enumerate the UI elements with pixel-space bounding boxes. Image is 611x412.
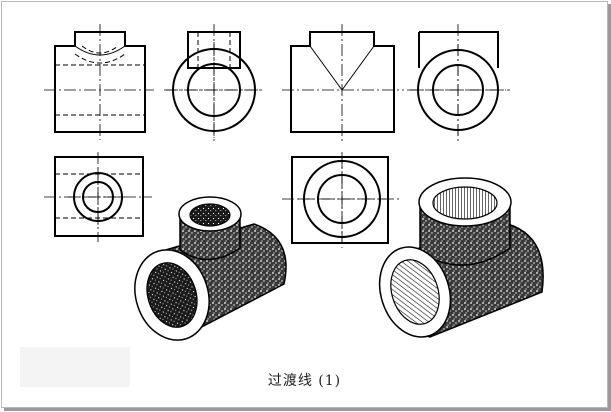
figure-caption: 过渡线 (1): [267, 373, 342, 389]
isometric-tee-1: [134, 196, 287, 341]
top-view-1: [282, 24, 404, 142]
blank-patch: [20, 347, 130, 387]
top-view-2: [282, 152, 402, 248]
technical-drawing: [44, 24, 544, 341]
front-view-2: [44, 152, 152, 242]
side-view-1: [164, 24, 264, 142]
side-view-2: [407, 24, 510, 142]
isometric-tee-2: [378, 177, 544, 338]
front-view-1: [44, 24, 154, 140]
